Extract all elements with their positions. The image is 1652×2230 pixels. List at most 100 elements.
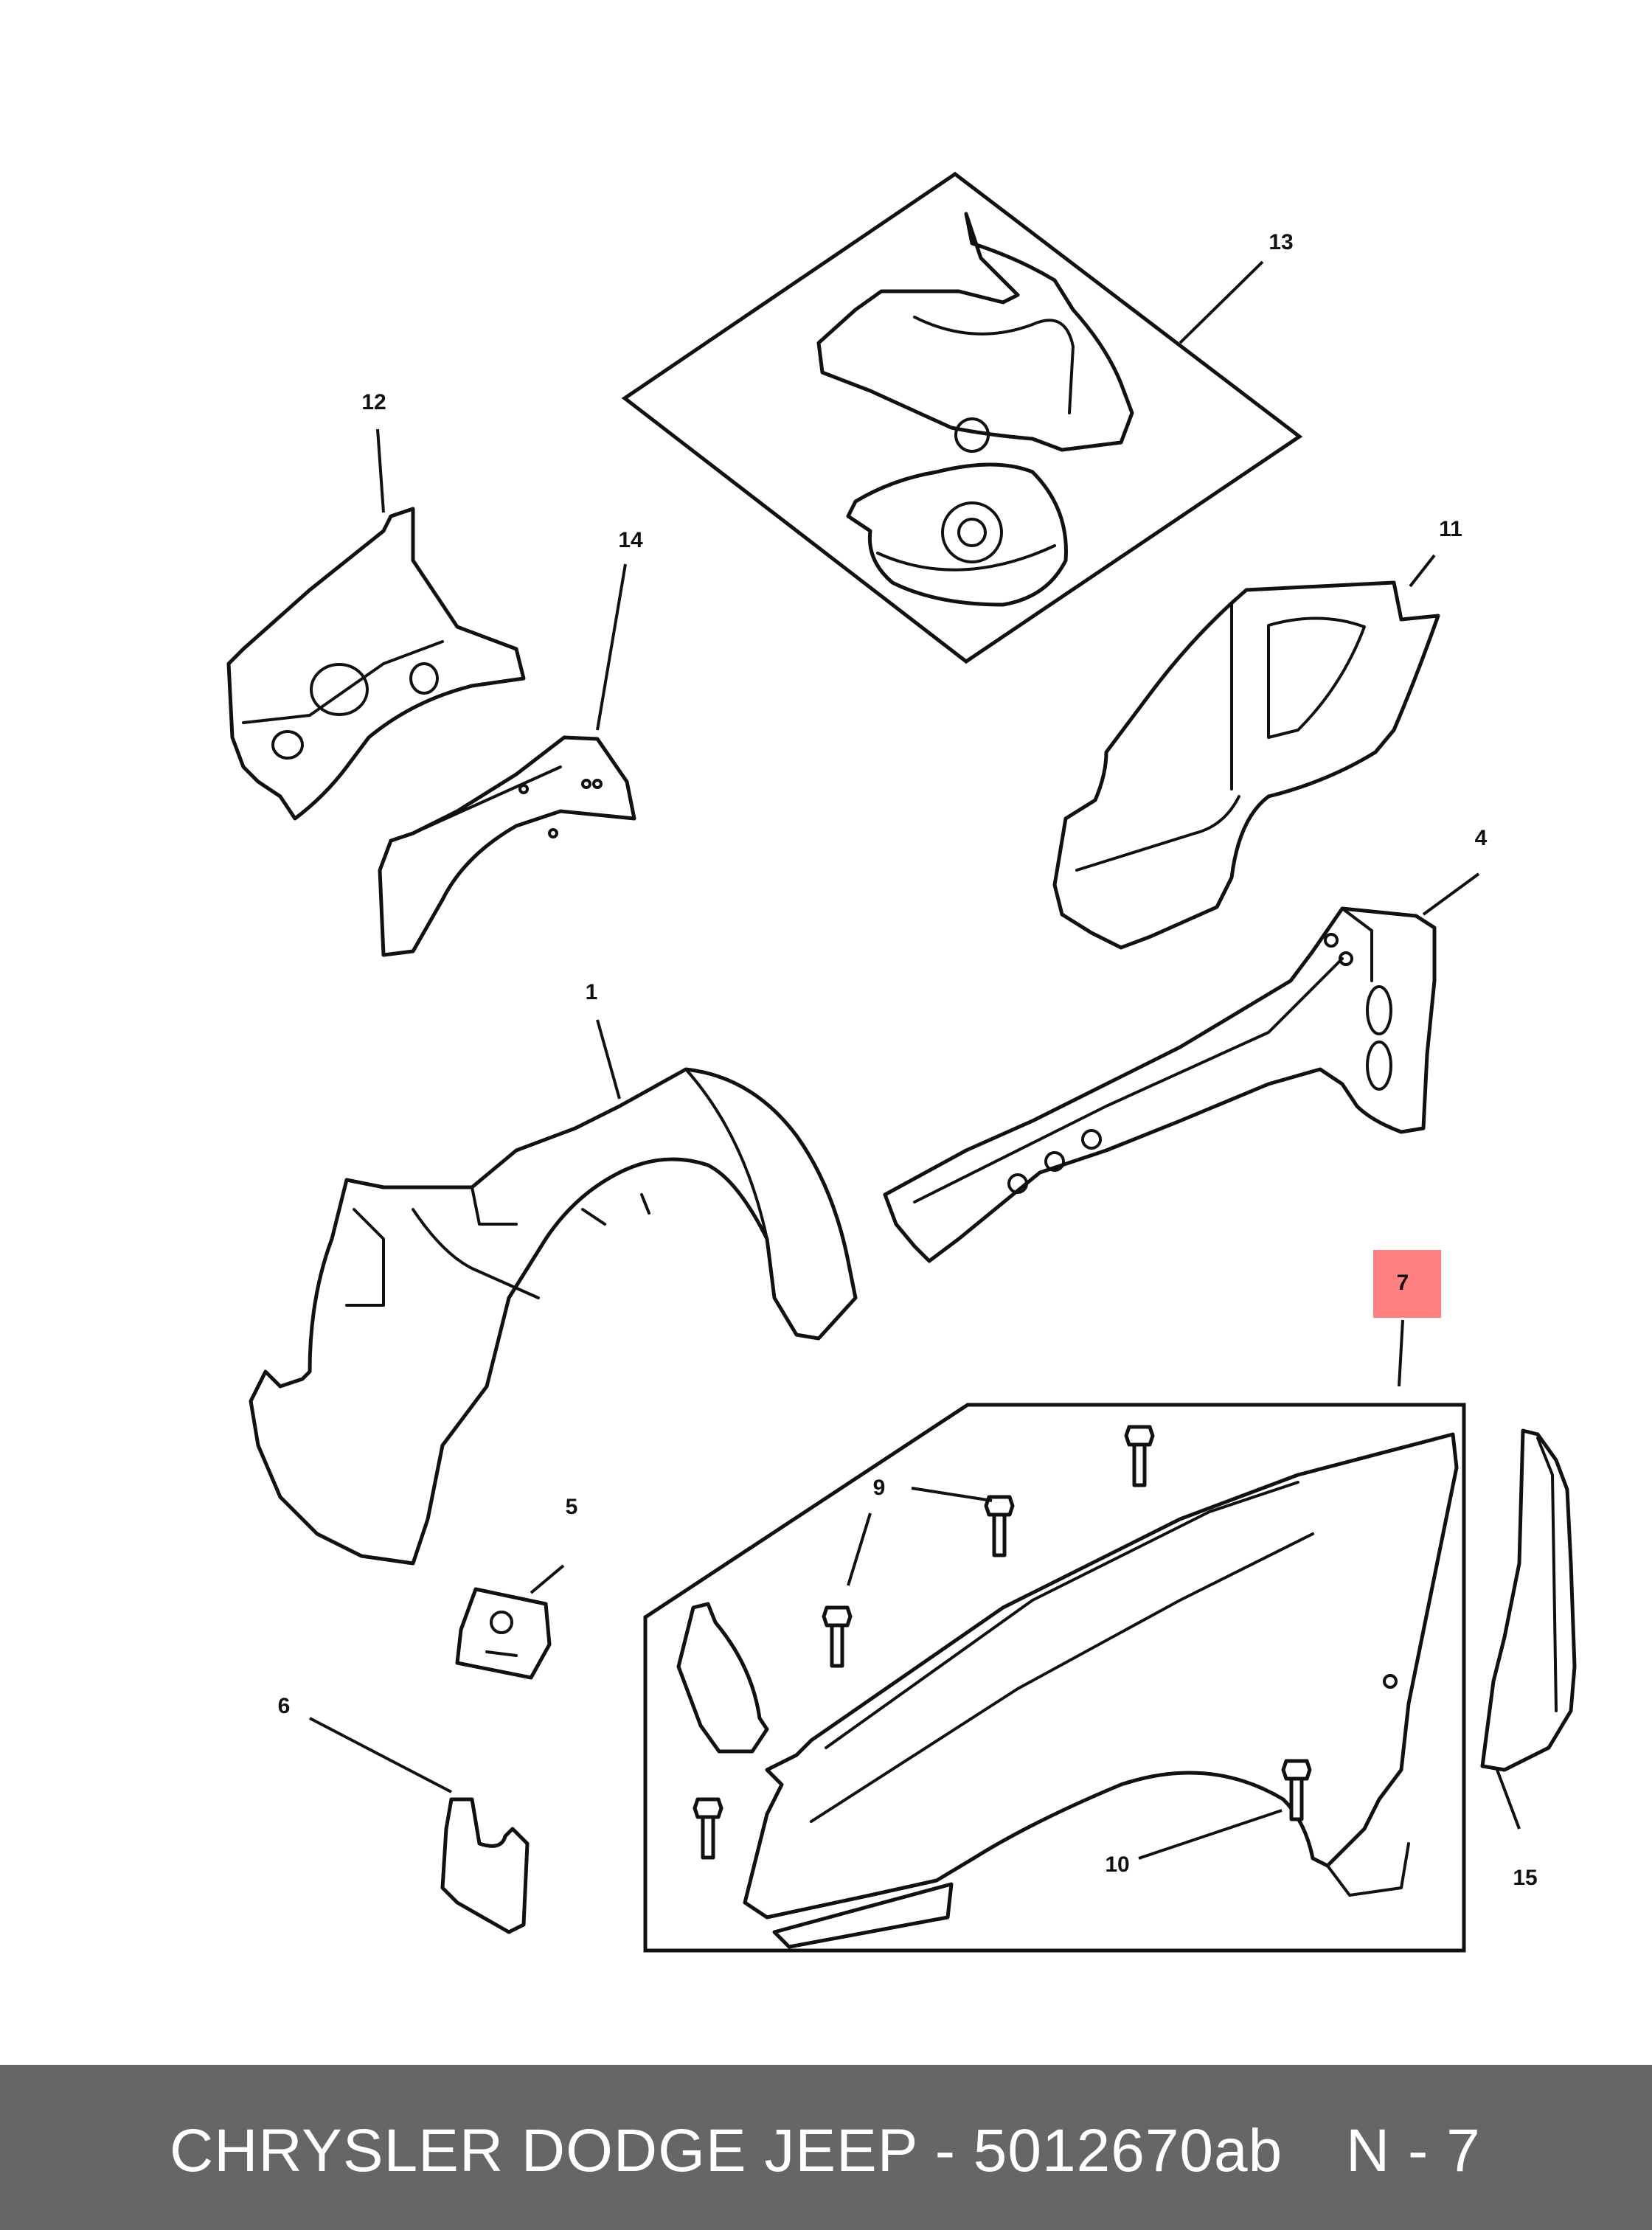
part-1-wheelhouse-liner bbox=[249, 1067, 858, 1566]
leader-10 bbox=[1138, 1809, 1283, 1860]
part-1-flange bbox=[412, 1208, 540, 1299]
bolt-9-a bbox=[1124, 1425, 1155, 1487]
leader-14 bbox=[596, 563, 627, 731]
leader-12 bbox=[376, 428, 385, 513]
part-1-clip-tab bbox=[471, 1186, 518, 1226]
leader-9-b bbox=[847, 1512, 872, 1586]
part-6-body bbox=[440, 1797, 530, 1934]
part-12-side-hole bbox=[409, 662, 439, 695]
part-4-hole-2 bbox=[1339, 951, 1353, 966]
part-5-hole bbox=[490, 1611, 513, 1634]
callout-11: 11 bbox=[1439, 517, 1462, 541]
part-14-rail bbox=[378, 735, 636, 957]
part-12-bracket bbox=[226, 507, 526, 821]
callout-4: 4 bbox=[1475, 826, 1488, 850]
part-1-opening bbox=[345, 1208, 385, 1307]
part-13-upper-contour bbox=[913, 316, 1075, 414]
part-4-slot-lower bbox=[1366, 1041, 1392, 1091]
part-11-body bbox=[1052, 580, 1440, 950]
part-12-small-hole bbox=[271, 730, 304, 760]
part-7-upper-crease bbox=[825, 1481, 1299, 1749]
part-15-inner-edge bbox=[1536, 1437, 1558, 1712]
part-4-crease bbox=[913, 957, 1344, 1203]
part-13-mount-ring bbox=[941, 501, 1003, 563]
callout-7: 7 bbox=[1397, 1271, 1409, 1295]
part-4-hole-3 bbox=[1081, 1129, 1102, 1150]
side-bracket-body bbox=[676, 1602, 769, 1754]
part-14-body bbox=[378, 735, 636, 957]
part-4-hole-5 bbox=[1007, 1173, 1028, 1194]
bolt-9-b bbox=[984, 1495, 1015, 1557]
part-14-hole-d bbox=[548, 828, 558, 838]
part-4-body bbox=[883, 906, 1437, 1263]
leader-11 bbox=[1409, 554, 1436, 588]
leader-5 bbox=[530, 1564, 565, 1594]
part-14-hole-a bbox=[581, 779, 591, 789]
bolt-10-b bbox=[1281, 1759, 1312, 1821]
part-11-apron bbox=[1052, 580, 1440, 950]
footer-page-ref: N - 7 bbox=[1346, 2117, 1481, 2184]
bolt-10-a bbox=[693, 1797, 723, 1860]
part-1-inner-edge bbox=[684, 1068, 768, 1240]
part-11-floor-edge bbox=[1075, 795, 1240, 872]
part-15-body bbox=[1480, 1428, 1577, 1772]
part-7-hole bbox=[1383, 1674, 1398, 1689]
part-13-frame bbox=[621, 171, 1303, 664]
part-13-mount-bore bbox=[957, 518, 987, 547]
part-4-hole-4 bbox=[1044, 1151, 1065, 1172]
part-4-frame-rail bbox=[883, 906, 1437, 1263]
part-13-strut-tower-group bbox=[621, 171, 1303, 664]
callout-13: 13 bbox=[1268, 230, 1293, 254]
callout-14: 14 bbox=[618, 528, 643, 552]
callout-12: 12 bbox=[361, 390, 386, 414]
leader-9-a bbox=[911, 1487, 993, 1502]
part-4-slot-upper bbox=[1366, 985, 1392, 1035]
part-7-body-line bbox=[810, 1532, 1314, 1823]
part-13-mount-lip bbox=[876, 544, 1056, 572]
part-7-frame bbox=[643, 1403, 1466, 1953]
part-7-lower-lip bbox=[1326, 1842, 1410, 1897]
part-4-hole-1 bbox=[1324, 933, 1339, 948]
callout-6: 6 bbox=[278, 1694, 291, 1718]
part-7-side-bracket bbox=[676, 1602, 769, 1754]
bolt-9-c bbox=[822, 1605, 853, 1668]
part-7-fender-body bbox=[743, 1432, 1459, 1920]
part-1-rib-2 bbox=[640, 1193, 650, 1215]
part-5-slot bbox=[485, 1650, 518, 1657]
part-1-body bbox=[249, 1067, 858, 1566]
part-15-seal bbox=[1480, 1428, 1577, 1772]
part-4-top-ridge bbox=[1341, 907, 1373, 982]
callout-15: 15 bbox=[1513, 1866, 1537, 1890]
part-11-wheel-opening bbox=[1267, 616, 1366, 739]
leader-6 bbox=[309, 1717, 452, 1793]
part-12-fold-line bbox=[242, 640, 444, 724]
callout-9: 9 bbox=[873, 1476, 886, 1500]
part-14-edge bbox=[412, 765, 562, 835]
parts-diagram: 13 12 14 11 4 1 5 6 7 9 10 15 bbox=[226, 171, 1577, 1953]
part-1-rib-1 bbox=[581, 1208, 606, 1226]
part-12-body bbox=[226, 507, 526, 821]
part-7-fender-group bbox=[643, 1403, 1466, 1953]
callout-10: 10 bbox=[1105, 1852, 1129, 1877]
leader-4 bbox=[1422, 872, 1480, 916]
leader-15 bbox=[1496, 1769, 1521, 1830]
part-14-hole-c bbox=[518, 784, 529, 794]
leader-7 bbox=[1398, 1319, 1404, 1387]
part-7-bottom-flange bbox=[772, 1882, 954, 1949]
part-12-large-hole bbox=[310, 663, 369, 716]
part-13-upper-hole bbox=[954, 417, 990, 453]
callout-1: 1 bbox=[586, 980, 598, 1004]
footer-bar: CHRYSLER DODGE JEEP - 5012670ab N - 7 bbox=[0, 2065, 1652, 2230]
part-14-hole-b bbox=[592, 779, 603, 789]
leader-1 bbox=[596, 1019, 621, 1100]
leader-lines bbox=[309, 260, 1521, 1860]
part-13-upper-tower bbox=[816, 212, 1134, 452]
callout-5: 5 bbox=[566, 1495, 578, 1519]
callout-7-highlight bbox=[1373, 1250, 1441, 1318]
part-5-clip-nut bbox=[455, 1587, 552, 1680]
callout-labels: 13 12 14 11 4 1 5 6 7 9 10 15 bbox=[278, 230, 1538, 1890]
leader-13 bbox=[1179, 260, 1264, 344]
footer-part-title: CHRYSLER DODGE JEEP - 5012670ab bbox=[170, 2117, 1283, 2184]
part-13-lower-mount bbox=[846, 462, 1068, 607]
part-6-shim bbox=[440, 1797, 530, 1934]
